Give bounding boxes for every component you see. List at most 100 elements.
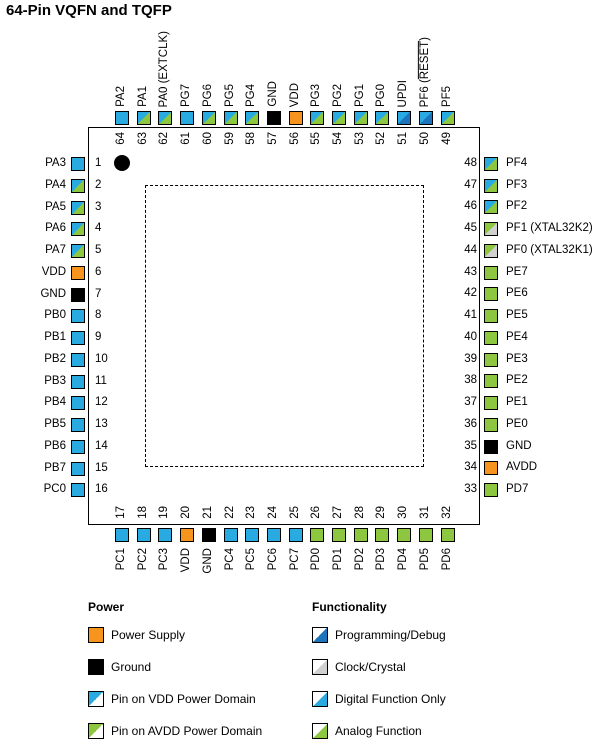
legend-label-func-prog: Programming/Debug <box>335 628 446 642</box>
legend-label-power: Power Supply <box>111 628 186 642</box>
legend-label-ground: Ground <box>111 660 152 674</box>
pin-58-number: 58 <box>245 132 258 145</box>
pin-14-pad <box>71 439 85 454</box>
pin-41-number: 41 <box>464 309 477 321</box>
pin-50-label-close-paren: ) <box>418 36 431 41</box>
pin-18-label: PC2 <box>136 548 149 571</box>
pin-38-number: 38 <box>464 374 477 387</box>
pin-46-label: PF2 <box>506 200 528 213</box>
pin-29-number: 29 <box>375 506 388 519</box>
legend-label-func-clock: Clock/Crystal <box>335 660 406 674</box>
pin-24-pad <box>266 528 281 542</box>
pin-4-pad <box>71 222 85 237</box>
legend-label-avdd-plain: Pin on AVDD Power Domain <box>111 724 263 738</box>
pin-58-pad <box>245 111 260 125</box>
pin-40-pad <box>484 330 498 345</box>
pin-17-label: PC1 <box>115 548 127 571</box>
pin-31-label: PD5 <box>418 548 431 571</box>
pin-15-number: 15 <box>95 461 108 474</box>
pin-30-number: 30 <box>397 506 410 519</box>
pin-7-label: GND <box>40 287 66 300</box>
pin-53-label: PG1 <box>353 83 366 107</box>
legend-label-func-digital: Digital Function Only <box>335 692 446 706</box>
pin-44-label: PF0 (XTAL32K1) <box>506 243 593 256</box>
pin-55-label: PG3 <box>310 83 323 107</box>
pin-44-number: 44 <box>464 243 477 256</box>
pin-23-number: 23 <box>245 506 258 519</box>
pin-61-number: 61 <box>180 132 193 145</box>
pin-40-number: 40 <box>464 330 477 343</box>
pin-51-pad <box>397 111 412 125</box>
pin-21-label: GND <box>201 548 214 574</box>
pin-6-pad <box>71 265 85 280</box>
pin-12-pad <box>71 396 85 411</box>
pin-52-pad <box>375 111 390 125</box>
pin-53-number: 53 <box>353 132 366 145</box>
pin-53-pad <box>353 111 368 125</box>
pin-45-number: 45 <box>464 222 477 234</box>
chip-die-outline <box>145 185 424 467</box>
pin-35-label: GND <box>506 439 532 452</box>
pin-15-pad <box>71 461 85 476</box>
pin-38-pad <box>484 374 498 389</box>
pin-6-label: VDD <box>41 265 66 278</box>
pin-63-pad <box>136 111 151 125</box>
pin-42-pad <box>484 287 498 302</box>
pin-26-number: 26 <box>310 506 323 519</box>
pin-34-pad <box>484 461 498 476</box>
pin-23-pad <box>245 528 260 542</box>
pin-6-number: 6 <box>95 265 102 278</box>
pin-3-number: 3 <box>95 200 102 213</box>
pin-12-label: PB4 <box>44 396 66 409</box>
pin-9-label: PB1 <box>44 331 66 343</box>
pin-27-number: 27 <box>332 506 344 519</box>
pin-47-number: 47 <box>464 178 477 191</box>
pin-10-number: 10 <box>95 352 108 365</box>
pin-24-number: 24 <box>266 506 279 519</box>
pin-26-pad <box>310 528 325 542</box>
pin-43-number: 43 <box>464 265 477 278</box>
pin-60-number: 60 <box>201 132 214 145</box>
pin-26-label: PD0 <box>310 548 323 571</box>
pin-46-number: 46 <box>464 200 477 213</box>
legend-swatch-power <box>88 627 104 643</box>
pin-11-label: PB3 <box>44 374 66 387</box>
pin-3-pad <box>71 200 85 215</box>
pin-28-label: PD2 <box>353 548 366 571</box>
pin-19-number: 19 <box>158 506 171 519</box>
pin-58-label: PG4 <box>245 83 258 107</box>
pin-64-label: PA2 <box>115 86 127 107</box>
pin-20-pad <box>180 528 195 542</box>
pin-44-pad <box>484 243 498 258</box>
pin-8-pad <box>71 309 85 324</box>
pin-16-number: 16 <box>95 483 108 496</box>
pin-48-number: 48 <box>464 156 477 169</box>
pin-16-label: PC0 <box>43 483 66 496</box>
pin-37-pad <box>484 396 498 410</box>
pin-4-number: 4 <box>95 222 102 235</box>
pin-47-pad <box>484 178 498 193</box>
pin-5-number: 5 <box>95 244 102 256</box>
pin-20-label: VDD <box>180 548 193 573</box>
pin-60-pad <box>201 111 216 125</box>
legend-swatch-func-prog <box>312 627 328 643</box>
pin-1-label: PA3 <box>45 157 66 169</box>
pin-63-number: 63 <box>136 132 149 145</box>
pin-50-label-main: PF6 ( <box>418 78 431 107</box>
pin-55-pad <box>310 111 325 125</box>
pin-54-pad <box>332 111 346 125</box>
pin-51-number: 51 <box>397 132 410 145</box>
pin-29-pad <box>375 528 390 542</box>
pin-49-number: 49 <box>440 132 453 145</box>
pin-27-label: PD1 <box>332 548 344 571</box>
pin-57-number: 57 <box>266 132 279 145</box>
diagram-title: 64-Pin VQFN and TQFP <box>6 2 172 19</box>
pin-8-label: PB0 <box>44 309 66 322</box>
pin-10-pad <box>71 352 85 367</box>
pin-50-label: PF6 (RESET) <box>418 36 432 107</box>
pin-56-number: 56 <box>288 132 301 145</box>
pin-17-number: 17 <box>115 506 127 519</box>
pin-22-number: 22 <box>223 506 236 519</box>
pin-3-label: PA5 <box>45 200 66 213</box>
pin-38-label: PE2 <box>506 374 528 387</box>
